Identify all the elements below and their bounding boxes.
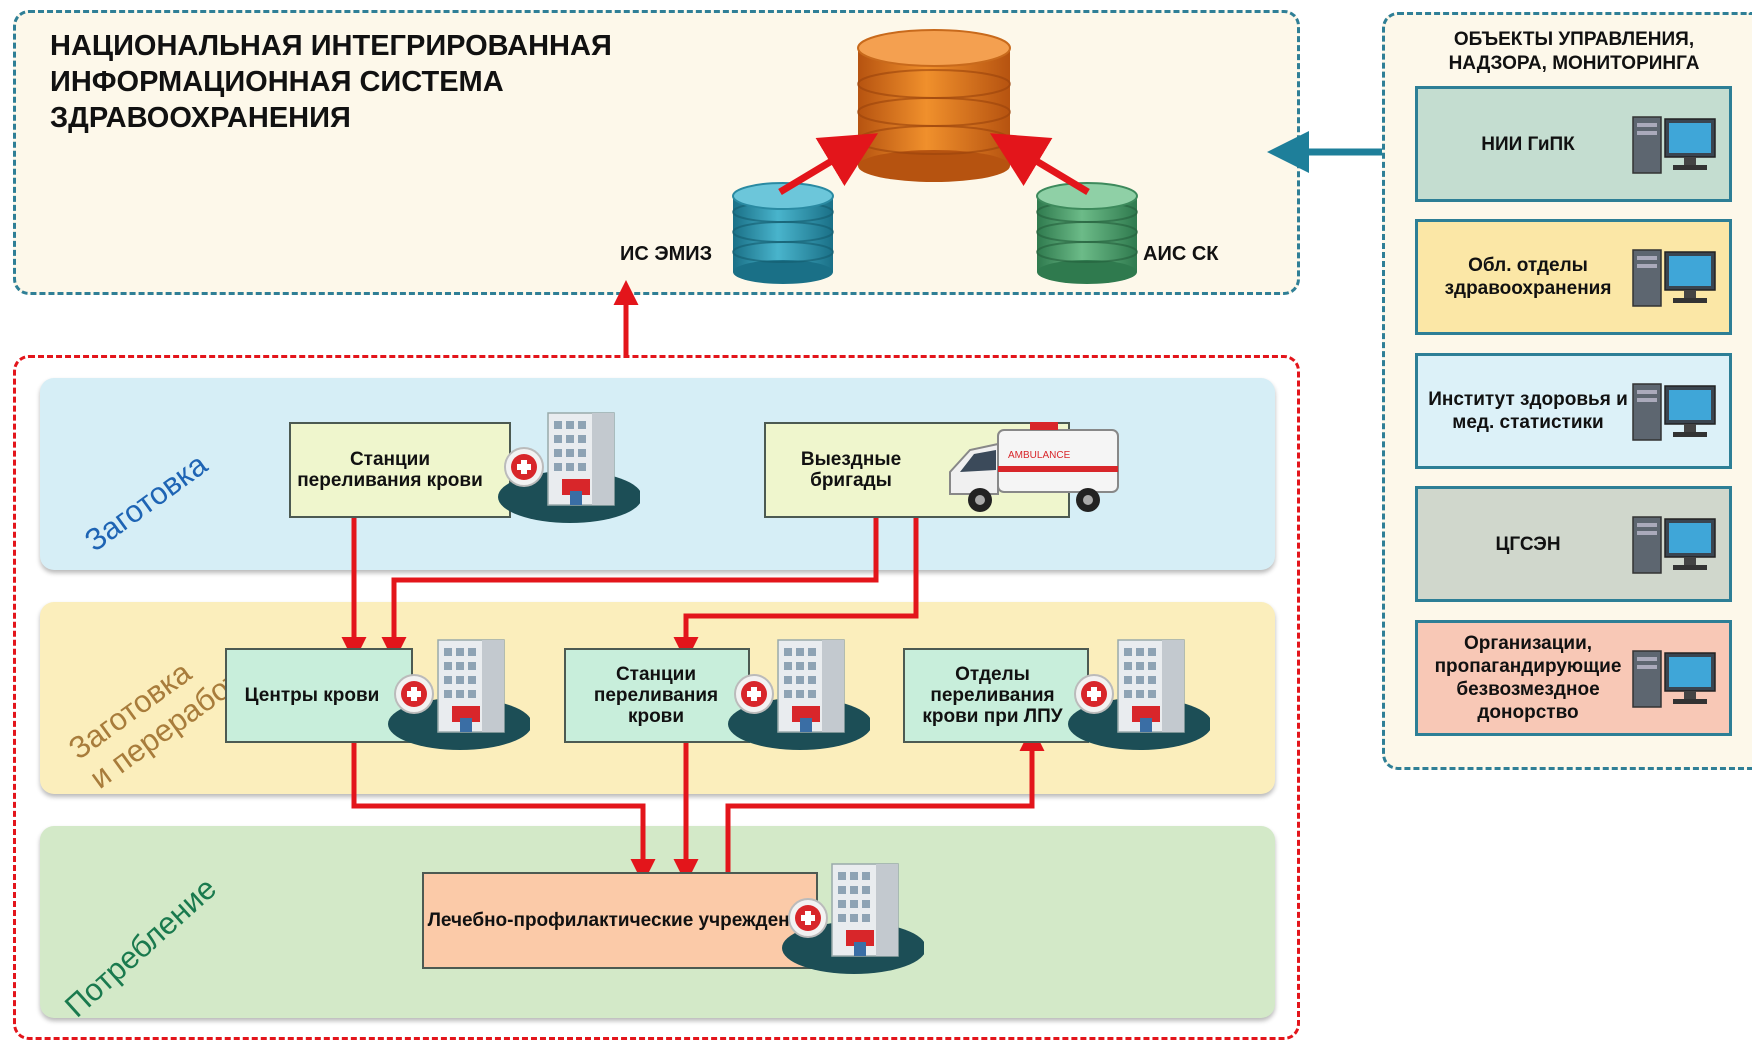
computer-icon bbox=[1632, 249, 1716, 307]
control-object-item: Обл. отделы здравоохранения bbox=[1415, 219, 1732, 335]
hospital-building-icon bbox=[388, 639, 532, 750]
arrow-emiz-to-main bbox=[778, 133, 879, 196]
arrow-aissk-to-main bbox=[989, 133, 1090, 196]
control-object-label: Организации, пропагандирующие безвозмезд… bbox=[1434, 633, 1622, 723]
hospital-building-icon bbox=[1068, 639, 1212, 750]
aissk-label: АИС СК bbox=[1143, 243, 1219, 265]
node-blood-centers: Центры крови bbox=[225, 648, 413, 743]
control-object-item: Институт здоровья и мед. статистики bbox=[1415, 353, 1732, 469]
emiz-database-icon bbox=[732, 182, 834, 284]
emiz-label: ИС ЭМИЗ bbox=[620, 243, 713, 265]
computer-icon bbox=[1632, 516, 1716, 574]
hospital-building-icon bbox=[498, 412, 642, 523]
control-object-item: ЦГСЭН bbox=[1415, 486, 1732, 602]
node-treatment-facilities: Лечебно-профилактические учреждения bbox=[422, 872, 818, 969]
hospital-building-icon bbox=[728, 639, 872, 750]
control-object-label: Обл. отделы здравоохранения bbox=[1444, 255, 1612, 299]
computer-icon bbox=[1632, 116, 1716, 174]
national-system-title: НАЦИОНАЛЬНАЯ ИНТЕГРИРОВАННАЯ ИНФОРМАЦИОН… bbox=[50, 30, 612, 134]
node-stations-mid: Станции переливания крови bbox=[564, 648, 750, 743]
hospital-building-icon bbox=[782, 863, 926, 974]
main-database-icon bbox=[857, 29, 1011, 182]
aissk-database-icon bbox=[1036, 182, 1138, 284]
svg-text:AMBULANCE: AMBULANCE bbox=[1008, 450, 1071, 461]
control-object-item: НИИ ГиПК bbox=[1415, 86, 1732, 202]
computer-icon bbox=[1632, 650, 1716, 708]
node-stations-top: Станции переливания крови bbox=[289, 422, 511, 518]
control-object-item: Организации, пропагандирующие безвозмезд… bbox=[1415, 620, 1732, 736]
node-transfusion-depts: Отделы переливания крови при ЛПУ bbox=[903, 648, 1089, 743]
control-object-label: ЦГСЭН bbox=[1495, 533, 1561, 555]
computer-icon bbox=[1632, 383, 1716, 441]
control-object-label: Институт здоровья и мед. статистики bbox=[1428, 389, 1628, 433]
ambulance-icon: AMBULANCE bbox=[949, 422, 1119, 512]
control-object-label: НИИ ГиПК bbox=[1481, 133, 1575, 155]
control-objects-header: ОБЪЕКТЫ УПРАВЛЕНИЯ, НАДЗОРА, МОНИТОРИНГА bbox=[1448, 29, 1700, 74]
